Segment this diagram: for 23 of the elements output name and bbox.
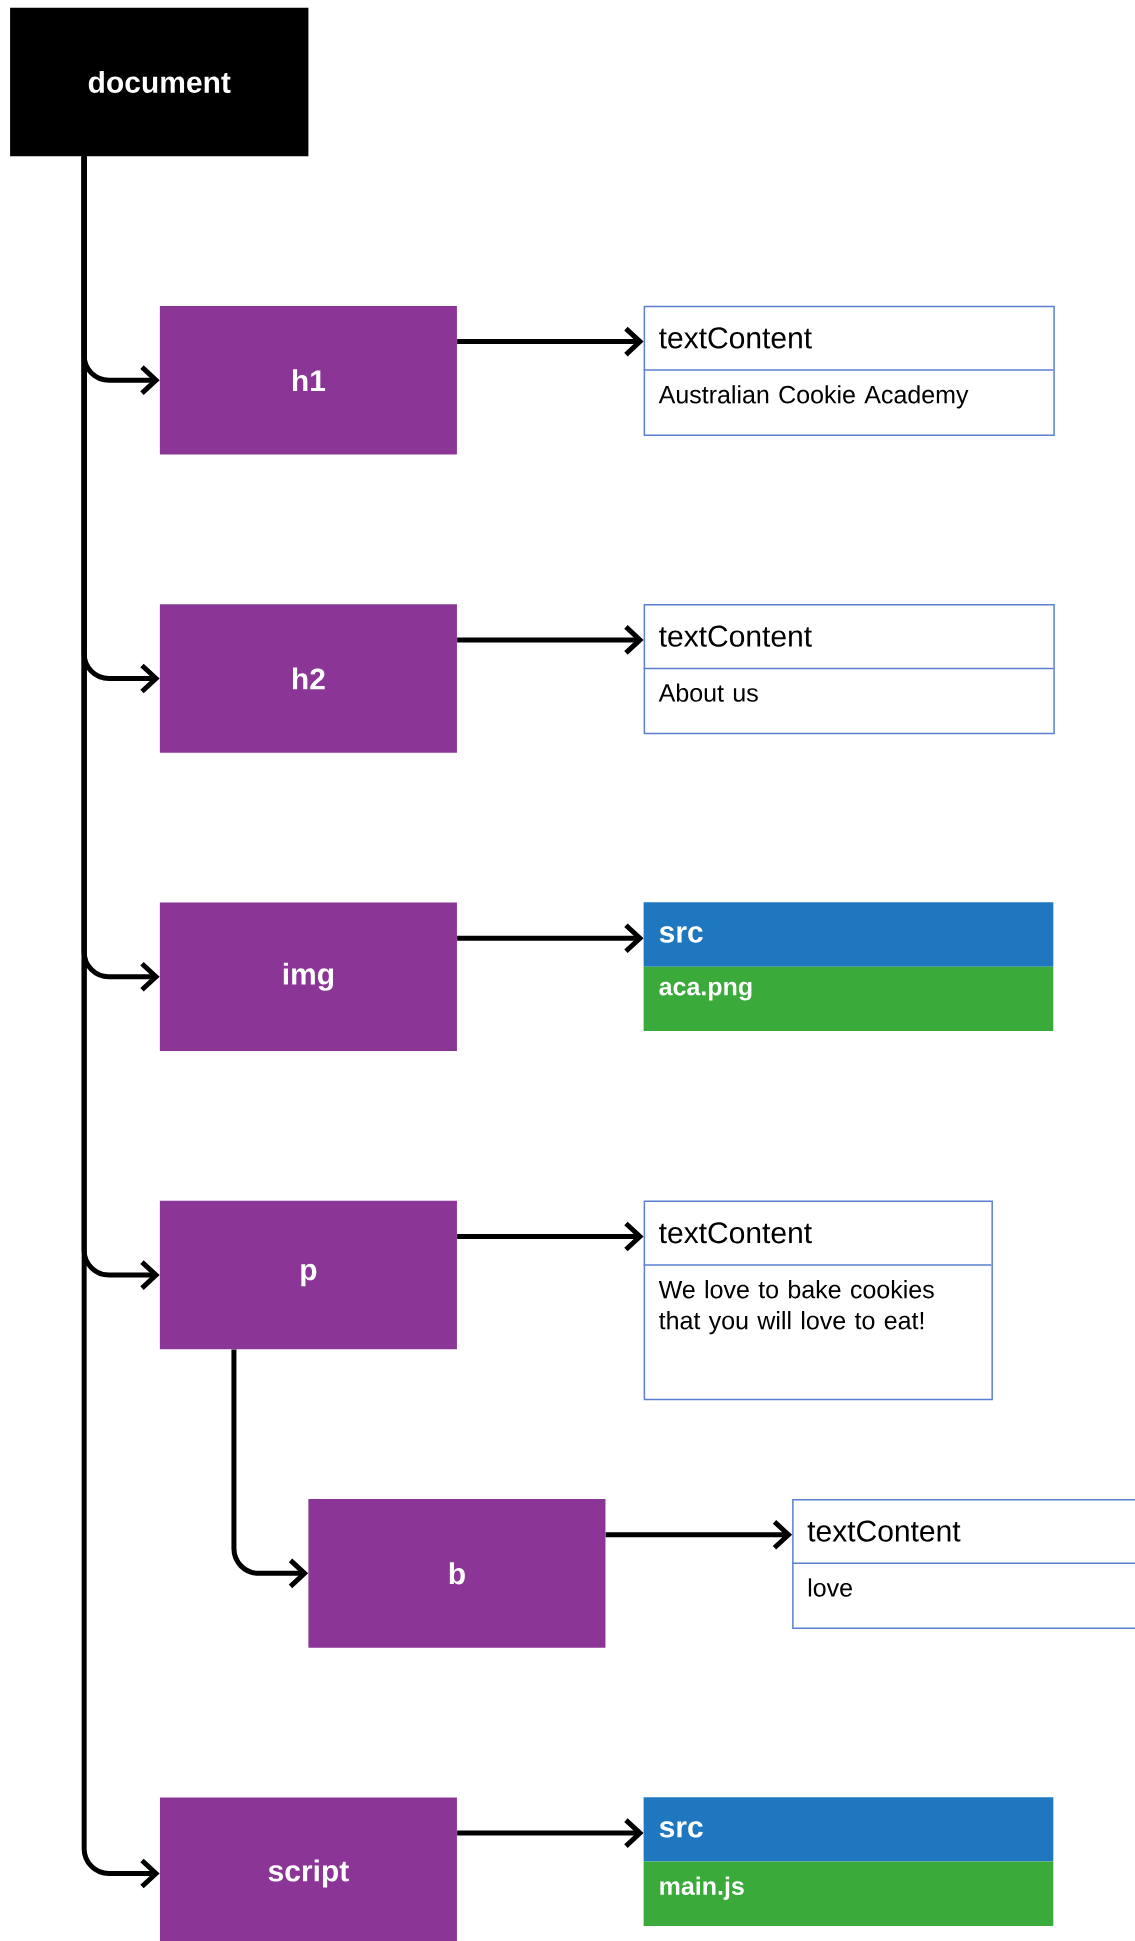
node-label: aca.png xyxy=(659,981,752,1001)
property-box: textContent We love to bake cookies that you will love to eat! xyxy=(642,1200,993,1401)
property-box: textContent love xyxy=(791,1498,1135,1630)
tree-connector xyxy=(81,156,160,1889)
document-box: document xyxy=(10,7,309,157)
property-box: textContent Australian Cookie Academy xyxy=(642,305,1055,436)
element-box: p xyxy=(159,1200,457,1350)
arrow xyxy=(457,923,644,954)
arrow xyxy=(457,1818,644,1848)
element-box: h1 xyxy=(159,305,457,455)
element-box: b xyxy=(308,1499,606,1648)
attribute-box: src aca.png xyxy=(643,902,1054,1032)
element-box: script xyxy=(159,1797,457,1941)
attribute-box: src main.js xyxy=(643,1797,1054,1926)
arrow xyxy=(457,625,644,655)
arrow xyxy=(605,1519,793,1550)
property-box: textContent About us xyxy=(642,604,1055,735)
element-box: h2 xyxy=(159,604,457,753)
element-box: img xyxy=(159,902,457,1052)
tree-connector xyxy=(231,1349,309,1589)
arrow xyxy=(457,326,644,357)
arrow xyxy=(457,1221,644,1252)
node-label: src xyxy=(659,1821,703,1838)
